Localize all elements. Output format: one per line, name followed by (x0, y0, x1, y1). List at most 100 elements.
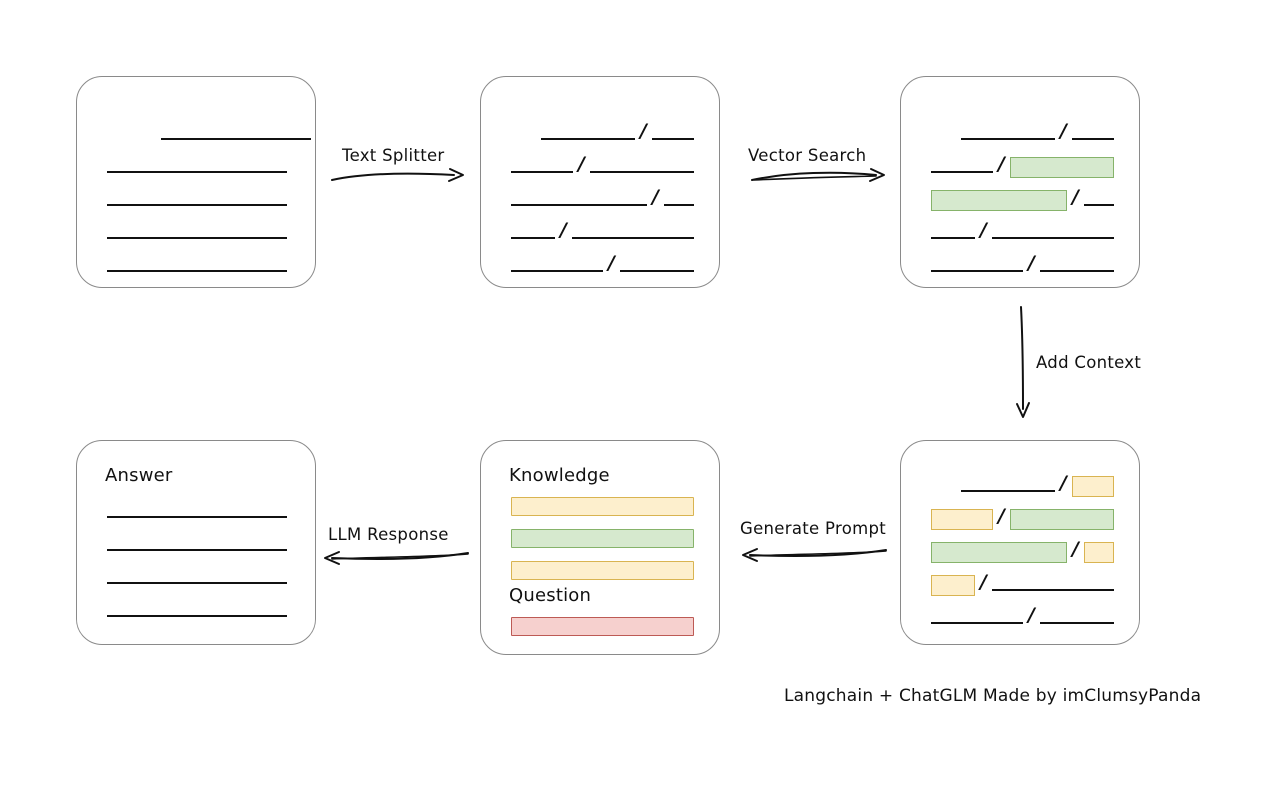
text-segment (511, 171, 573, 173)
highlighted-segment-green (931, 542, 1067, 563)
text-line: / (931, 605, 1139, 627)
text-segment (931, 622, 1023, 624)
text-segment (511, 237, 555, 239)
text-line (107, 565, 315, 587)
chunk-separator: / (608, 251, 615, 274)
knowledge-label: Knowledge (509, 465, 610, 486)
text-segment (991, 589, 1114, 591)
chunk-separator: / (1072, 185, 1079, 208)
arrow-label-generate-prompt: Generate Prompt (740, 519, 886, 538)
chunk-separator: / (980, 218, 987, 241)
text-segment (931, 270, 1023, 272)
arrow-vector-search (750, 168, 890, 190)
arrow-label-vector-search: Vector Search (748, 146, 867, 165)
arrow-label-add-context: Add Context (1036, 353, 1142, 372)
text-segment (107, 204, 287, 206)
text-segment (107, 516, 287, 518)
text-segment (511, 204, 647, 206)
text-segment (651, 138, 694, 140)
card-source-document[interactable] (76, 76, 316, 288)
text-segment (107, 237, 287, 239)
highlighted-segment-yellow (931, 509, 993, 530)
text-segment (107, 549, 287, 551)
card-context-document[interactable]: / / / / / (900, 440, 1140, 645)
text-segment (541, 138, 635, 140)
question-label: Question (509, 585, 592, 606)
text-segment (1083, 204, 1114, 206)
text-line (107, 187, 315, 209)
chunk-separator: / (560, 218, 567, 241)
arrow-llm-response (320, 548, 470, 570)
text-segment (589, 171, 694, 173)
card-answer[interactable]: Answer (76, 440, 316, 645)
matched-document-lines: ///// (901, 77, 1139, 287)
arrow-text-splitter (330, 168, 470, 190)
text-line: / (511, 187, 719, 209)
text-line: / (931, 185, 1139, 211)
chunk-separator: / (578, 152, 585, 175)
highlighted-segment-green (931, 190, 1067, 211)
text-segment (931, 237, 975, 239)
text-segment (931, 171, 993, 173)
context-document-lines: / / / / / (901, 441, 1139, 644)
text-segment (1039, 270, 1114, 272)
card-prompt[interactable]: Knowledge Question (480, 440, 720, 655)
knowledge-bar-3 (511, 561, 694, 580)
text-line: / (931, 471, 1139, 497)
footer-credit: Langchain + ChatGLM Made by imClumsyPand… (784, 686, 1202, 706)
text-line (107, 253, 315, 275)
chunk-separator: / (1072, 537, 1079, 560)
text-line: / (931, 504, 1139, 530)
text-line: / (931, 537, 1139, 563)
split-document-lines: / / / / / (481, 77, 719, 287)
text-segment (107, 171, 287, 173)
text-line: / (511, 121, 719, 143)
text-segment (161, 138, 311, 140)
text-line (107, 532, 315, 554)
text-segment (961, 138, 1055, 140)
text-line (107, 121, 315, 143)
text-line: / (931, 570, 1139, 596)
source-document-lines (77, 77, 315, 287)
text-segment (961, 490, 1055, 492)
chunk-separator: / (998, 152, 1005, 175)
text-segment (1071, 138, 1114, 140)
knowledge-bar-2 (511, 529, 694, 548)
text-segment (991, 237, 1114, 239)
text-line (107, 220, 315, 242)
chunk-separator: / (1060, 119, 1067, 142)
highlighted-segment-yellow (931, 575, 975, 596)
knowledge-bar-1 (511, 497, 694, 516)
text-segment (511, 270, 603, 272)
highlighted-segment-green (1009, 157, 1114, 178)
card-split-document[interactable]: / / / / / (480, 76, 720, 288)
arrow-add-context (1012, 305, 1036, 419)
text-segment (107, 582, 287, 584)
text-line: / (931, 121, 1139, 143)
answer-label: Answer (105, 465, 173, 486)
text-line: / (511, 220, 719, 242)
highlighted-segment-yellow (1071, 476, 1114, 497)
text-segment (571, 237, 694, 239)
text-line (107, 154, 315, 176)
text-line: / (511, 253, 719, 275)
chunk-separator: / (998, 504, 1005, 527)
text-segment (107, 615, 287, 617)
highlighted-segment-green (1009, 509, 1114, 530)
text-line: / (931, 220, 1139, 242)
text-line: / (931, 152, 1139, 178)
answer-lines (77, 499, 315, 644)
text-line (107, 499, 315, 521)
text-segment (107, 270, 287, 272)
highlighted-segment-yellow (1083, 542, 1114, 563)
chunk-separator: / (1060, 471, 1067, 494)
text-segment (663, 204, 694, 206)
chunk-separator: / (980, 570, 987, 593)
arrow-generate-prompt (738, 545, 888, 567)
chunk-separator: / (1028, 603, 1035, 626)
chunk-separator: / (652, 185, 659, 208)
arrow-label-llm-response: LLM Response (328, 525, 449, 544)
question-bar-1 (511, 617, 694, 636)
card-matched-document[interactable]: ///// (900, 76, 1140, 288)
